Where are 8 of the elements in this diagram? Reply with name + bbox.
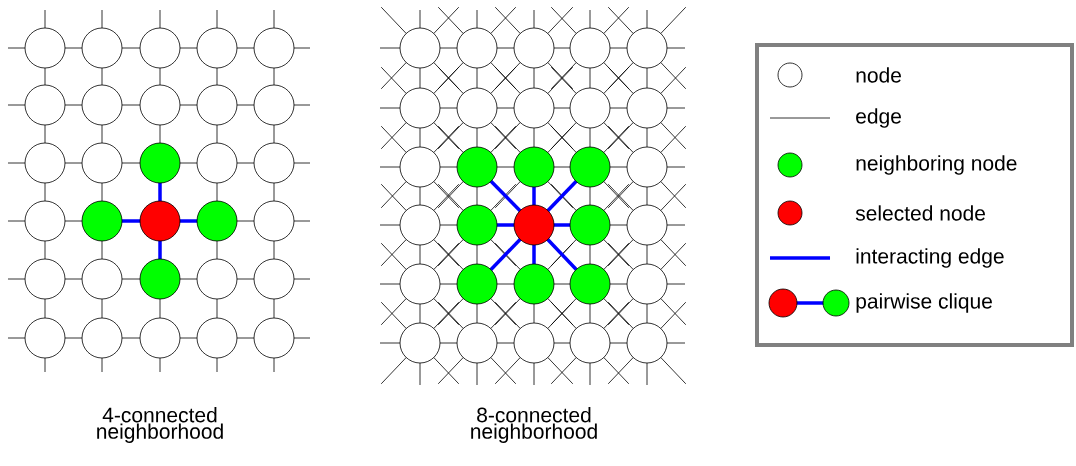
legend-text: interacting edge (856, 248, 1004, 268)
caption-text: 4-connected neighborhood (97, 407, 223, 443)
legend-text: selected node (855, 205, 985, 221)
legend-text: node (856, 67, 901, 83)
legend-text: neighboring node (856, 155, 1017, 175)
caption-text: 8-connected neighborhood (471, 407, 597, 443)
legend-text: pairwise clique (856, 293, 992, 313)
legend-text: edge (856, 108, 901, 128)
